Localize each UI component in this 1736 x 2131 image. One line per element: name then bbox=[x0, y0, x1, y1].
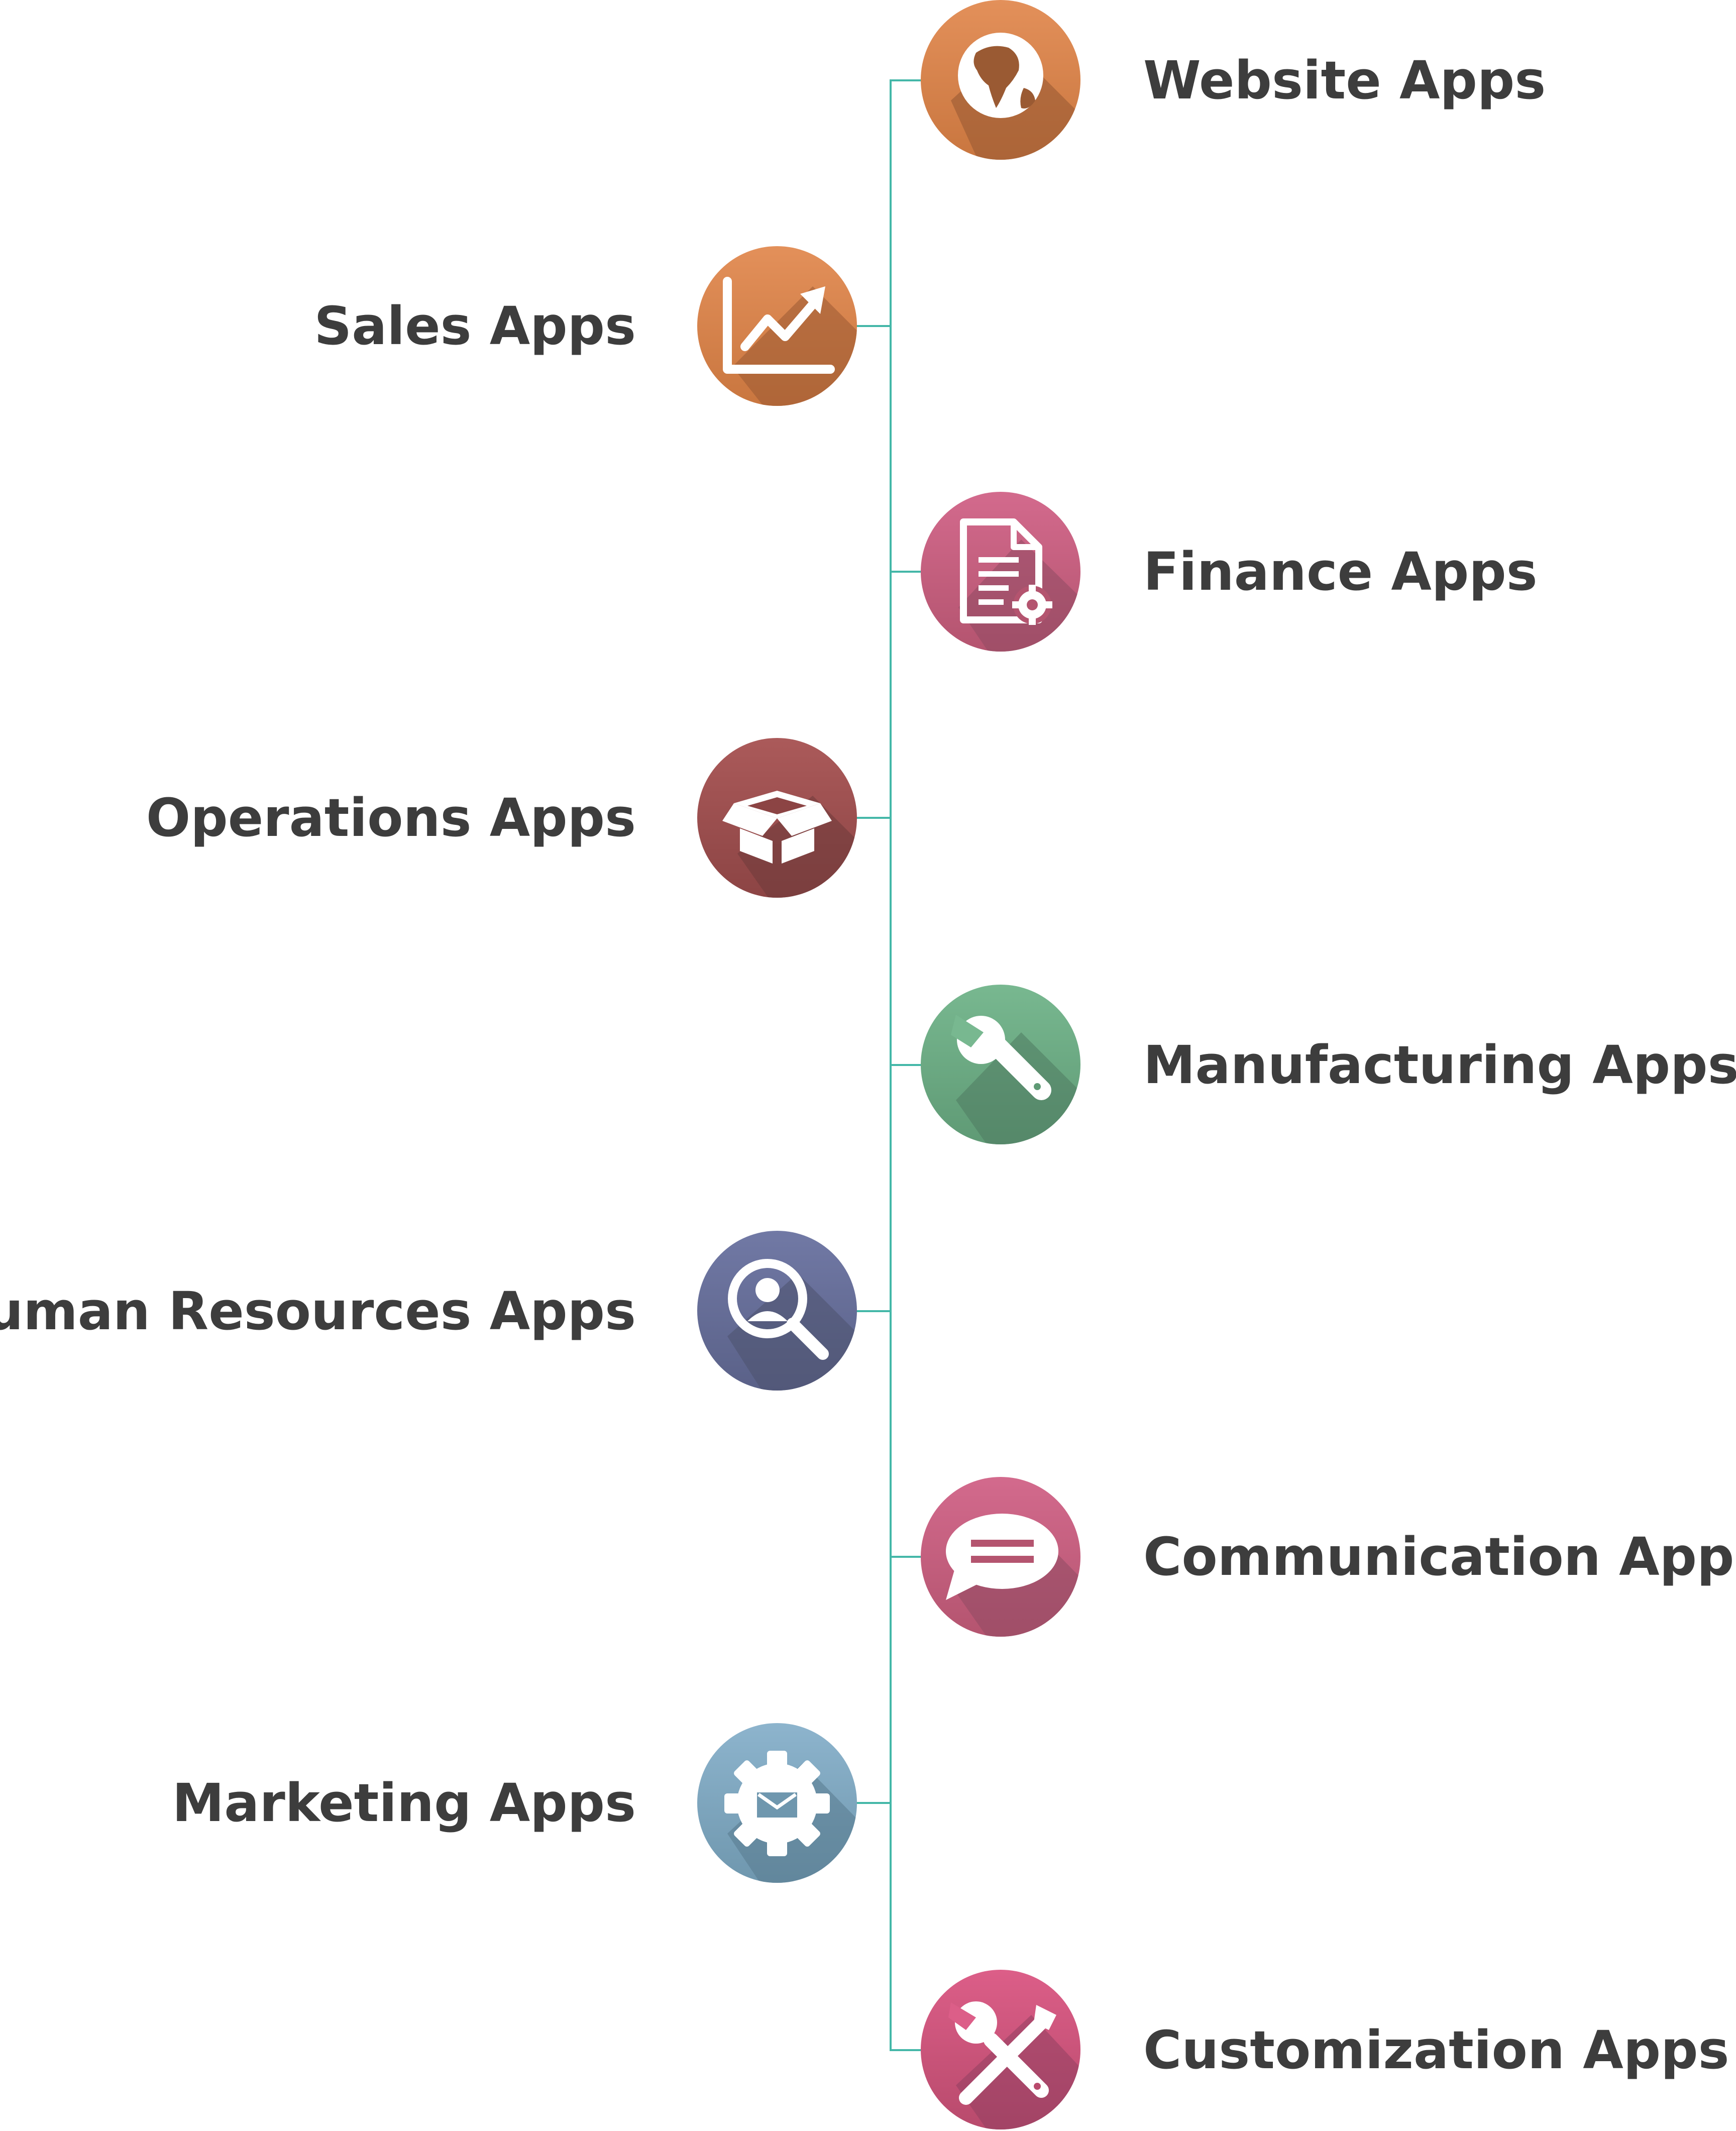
marketing-apps-circle[interactable] bbox=[697, 1723, 857, 1883]
chart-icon bbox=[697, 246, 857, 406]
branch-connector bbox=[890, 79, 925, 81]
operations-apps-label: Operations Apps bbox=[146, 787, 636, 848]
operations-apps-circle[interactable] bbox=[697, 738, 857, 898]
communication-apps-label: Communication Apps bbox=[1143, 1526, 1736, 1587]
branch-connector bbox=[890, 571, 925, 573]
wrench-icon bbox=[921, 985, 1080, 1144]
search-person-icon bbox=[697, 1231, 857, 1391]
branch-connector bbox=[890, 1556, 925, 1558]
branch-connector bbox=[890, 1064, 925, 1066]
branch-connector bbox=[856, 1310, 891, 1312]
manufacturing-apps-label: Manufacturing Apps bbox=[1143, 1034, 1736, 1096]
website-apps-circle[interactable] bbox=[921, 0, 1080, 160]
website-apps-label: Website Apps bbox=[1143, 50, 1546, 111]
communication-apps-circle[interactable] bbox=[921, 1477, 1080, 1637]
customization-apps-label: Customization Apps bbox=[1143, 2019, 1729, 2081]
sales-apps-circle[interactable] bbox=[697, 246, 857, 406]
branch-connector bbox=[856, 1802, 891, 1804]
document-gear-icon bbox=[921, 492, 1080, 652]
chat-bubble-icon bbox=[921, 1477, 1080, 1637]
human-resources-apps-circle[interactable] bbox=[697, 1231, 857, 1391]
gear-mail-icon bbox=[697, 1723, 857, 1883]
customization-apps-circle[interactable] bbox=[921, 1970, 1080, 2129]
globe-icon bbox=[921, 0, 1080, 160]
finance-apps-label: Finance Apps bbox=[1143, 541, 1538, 602]
box-icon bbox=[697, 738, 857, 898]
manufacturing-apps-circle[interactable] bbox=[921, 985, 1080, 1144]
branch-connector bbox=[890, 2049, 925, 2051]
sales-apps-label: Sales Apps bbox=[314, 295, 636, 357]
tools-icon bbox=[921, 1970, 1080, 2129]
human-resources-apps-label: Human Resources Apps bbox=[0, 1281, 636, 1342]
branch-connector bbox=[856, 817, 891, 819]
finance-apps-circle[interactable] bbox=[921, 492, 1080, 652]
marketing-apps-label: Marketing Apps bbox=[172, 1772, 636, 1834]
branch-connector bbox=[856, 325, 891, 327]
